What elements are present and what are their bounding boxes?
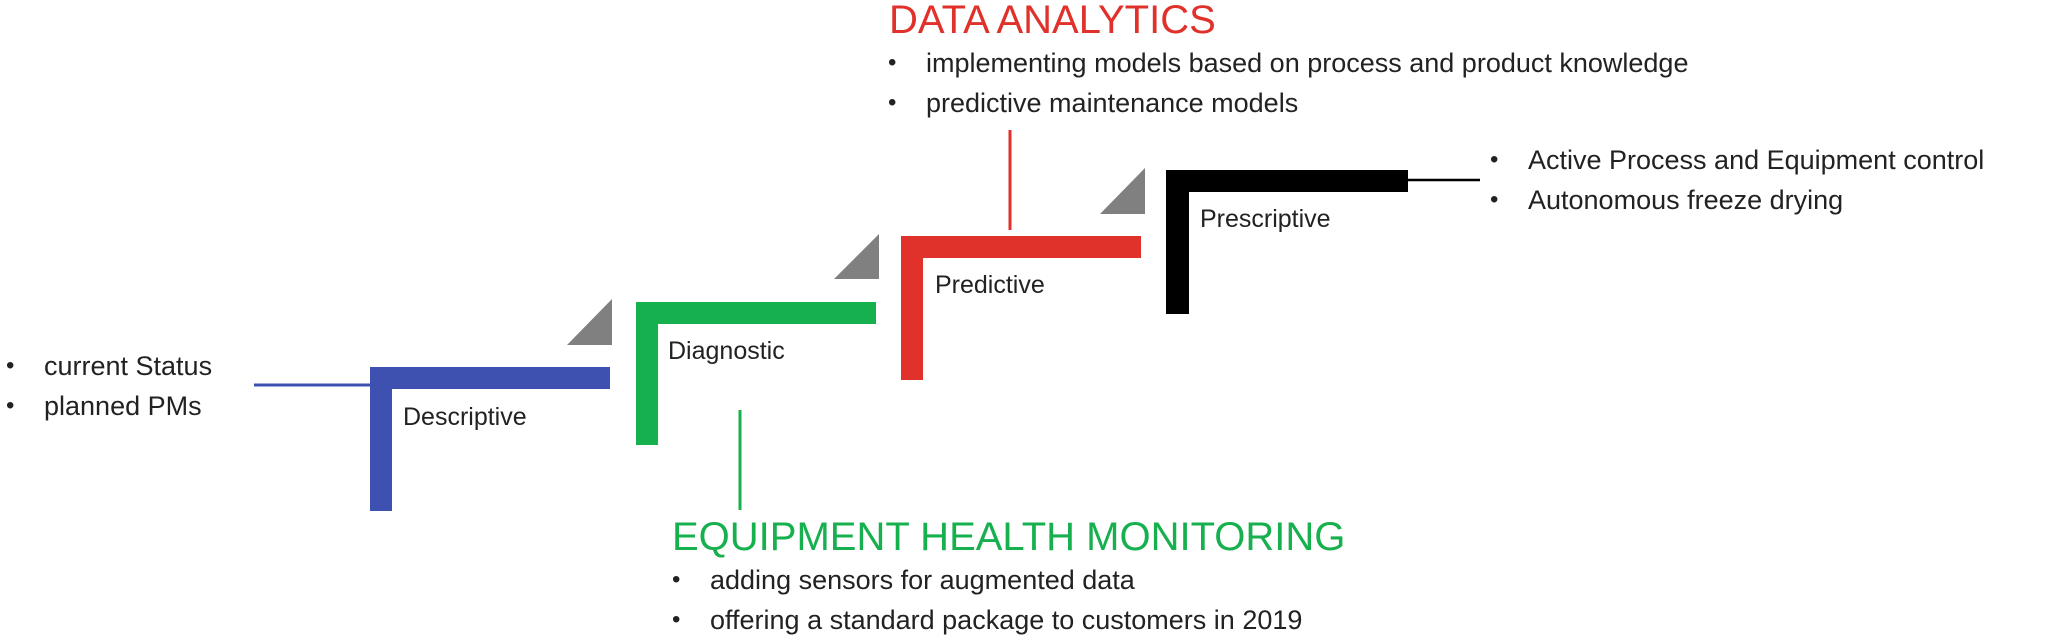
data-analytics-items: implementing models based on process and… [888,43,1688,123]
diagnostic-marker-triangle [834,234,879,279]
prescriptive-step [1166,170,1408,314]
descriptive-step [370,367,610,511]
predictive-marker-triangle [1100,168,1145,214]
predictive-label: Predictive [935,271,1045,299]
list-item: adding sensors for augmented data [672,560,1302,600]
data-analytics-heading: DATA ANALYTICS [889,0,1216,42]
list-item: implementing models based on process and… [888,43,1688,83]
descriptive-notes: current Status planned PMs [6,346,212,426]
prescriptive-notes: Active Process and Equipment control Aut… [1490,140,1984,220]
equipment-health-items: adding sensors for augmented data offeri… [672,560,1302,640]
descriptive-marker-triangle [567,299,612,345]
list-item: Active Process and Equipment control [1490,140,1984,180]
prescriptive-label: Prescriptive [1200,205,1331,233]
diagnostic-step [636,302,876,445]
equipment-health-heading: EQUIPMENT HEALTH MONITORING [672,515,1346,559]
list-item: planned PMs [6,386,212,426]
list-item: current Status [6,346,212,386]
list-item: predictive maintenance models [888,83,1688,123]
descriptive-label: Descriptive [403,403,527,431]
predictive-step [901,236,1141,380]
list-item: Autonomous freeze drying [1490,180,1984,220]
diagnostic-label: Diagnostic [668,337,785,365]
list-item: offering a standard package to customers… [672,600,1302,640]
